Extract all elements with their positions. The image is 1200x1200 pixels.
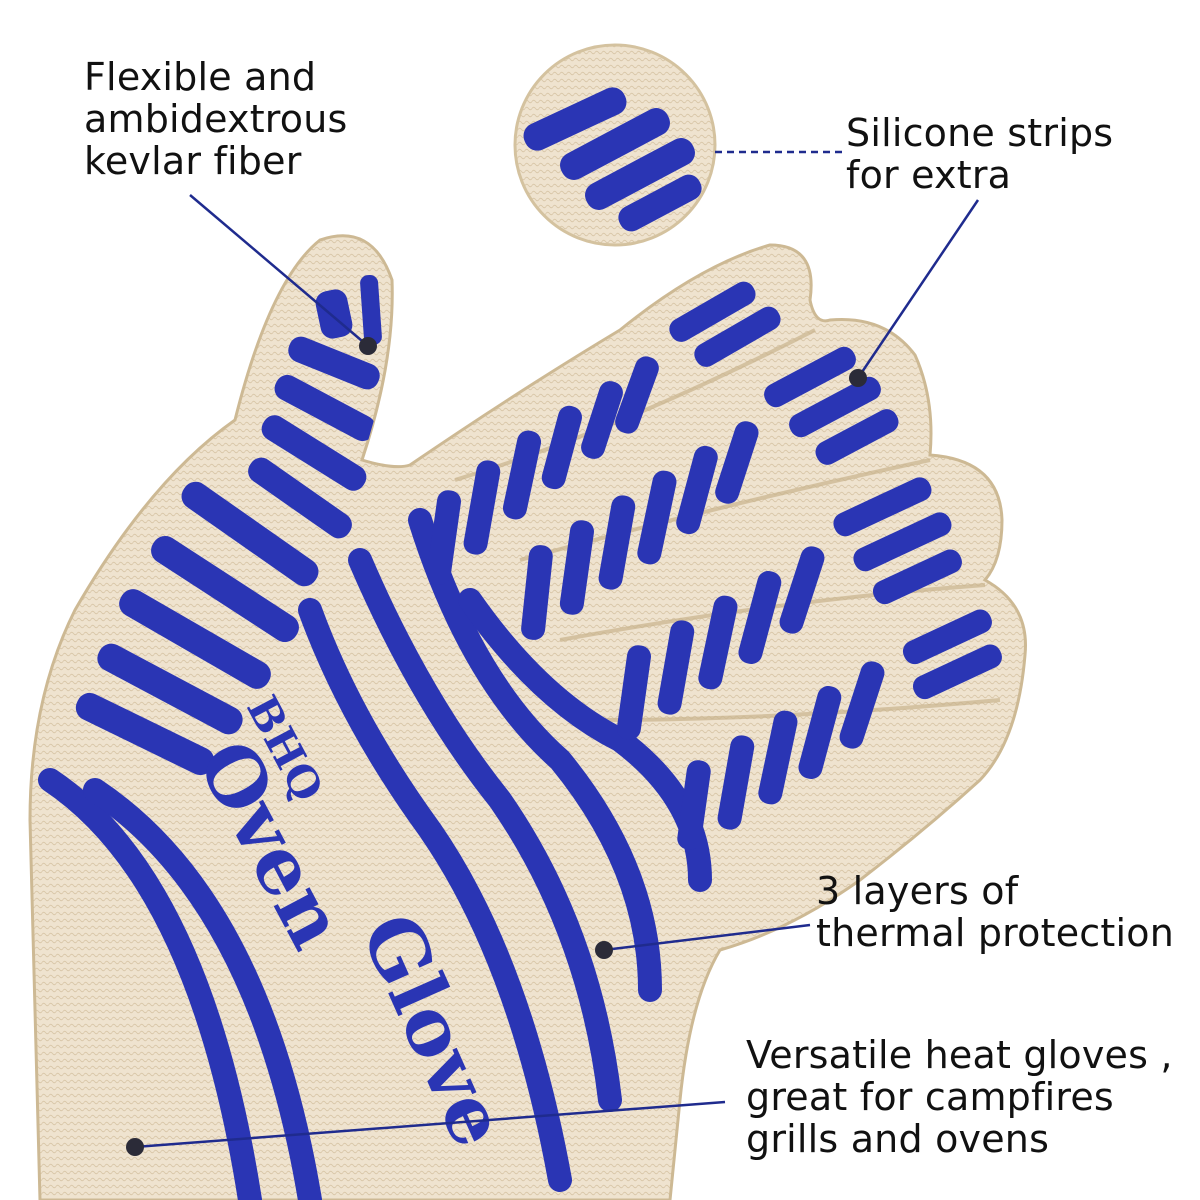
- middle-finger-strips: [521, 346, 899, 640]
- zoom-detail-inset: [513, 43, 717, 247]
- palm-bands: [38, 508, 712, 1200]
- callout-dots: [126, 337, 867, 1156]
- callout-dot-silicone: [849, 369, 867, 387]
- callout-dot-layers: [595, 941, 613, 959]
- callout-dot-versatile: [126, 1138, 144, 1156]
- ring-finger-strips: [616, 477, 962, 740]
- palm-side-strips: [75, 481, 319, 776]
- callout-versatile-use: Versatile heat gloves , great for campfi…: [746, 1033, 1173, 1161]
- callout-dot-kevlar: [359, 337, 377, 355]
- callout-thermal-layers: 3 layers of thermal protection: [816, 869, 1174, 955]
- callout-silicone-strips: Silicone strips for extra: [846, 111, 1114, 197]
- index-finger-strips: [426, 281, 781, 585]
- leader-lines: [134, 150, 980, 1149]
- callout-kevlar-fiber: Flexible and ambidextrous kevlar fiber: [84, 55, 348, 183]
- silicone-strips: [38, 274, 1002, 1200]
- little-finger-strips: [677, 609, 1002, 850]
